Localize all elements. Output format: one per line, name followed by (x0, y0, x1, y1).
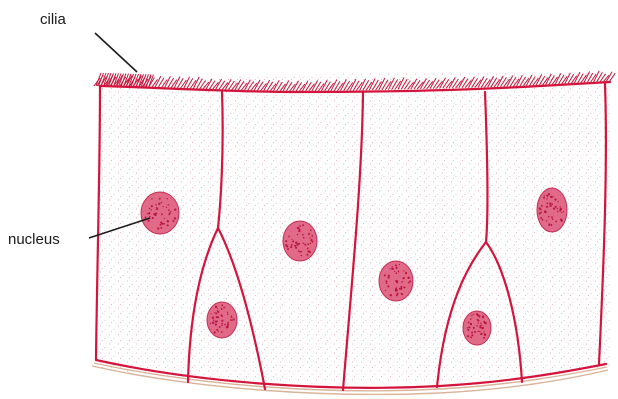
cilia-label: cilia (40, 11, 66, 28)
cell-wall-left-edge (96, 86, 100, 360)
cilia-leader-line (95, 33, 137, 72)
tissue-stipple-fill (100, 73, 610, 384)
nucleus-label: nucleus (8, 231, 60, 248)
